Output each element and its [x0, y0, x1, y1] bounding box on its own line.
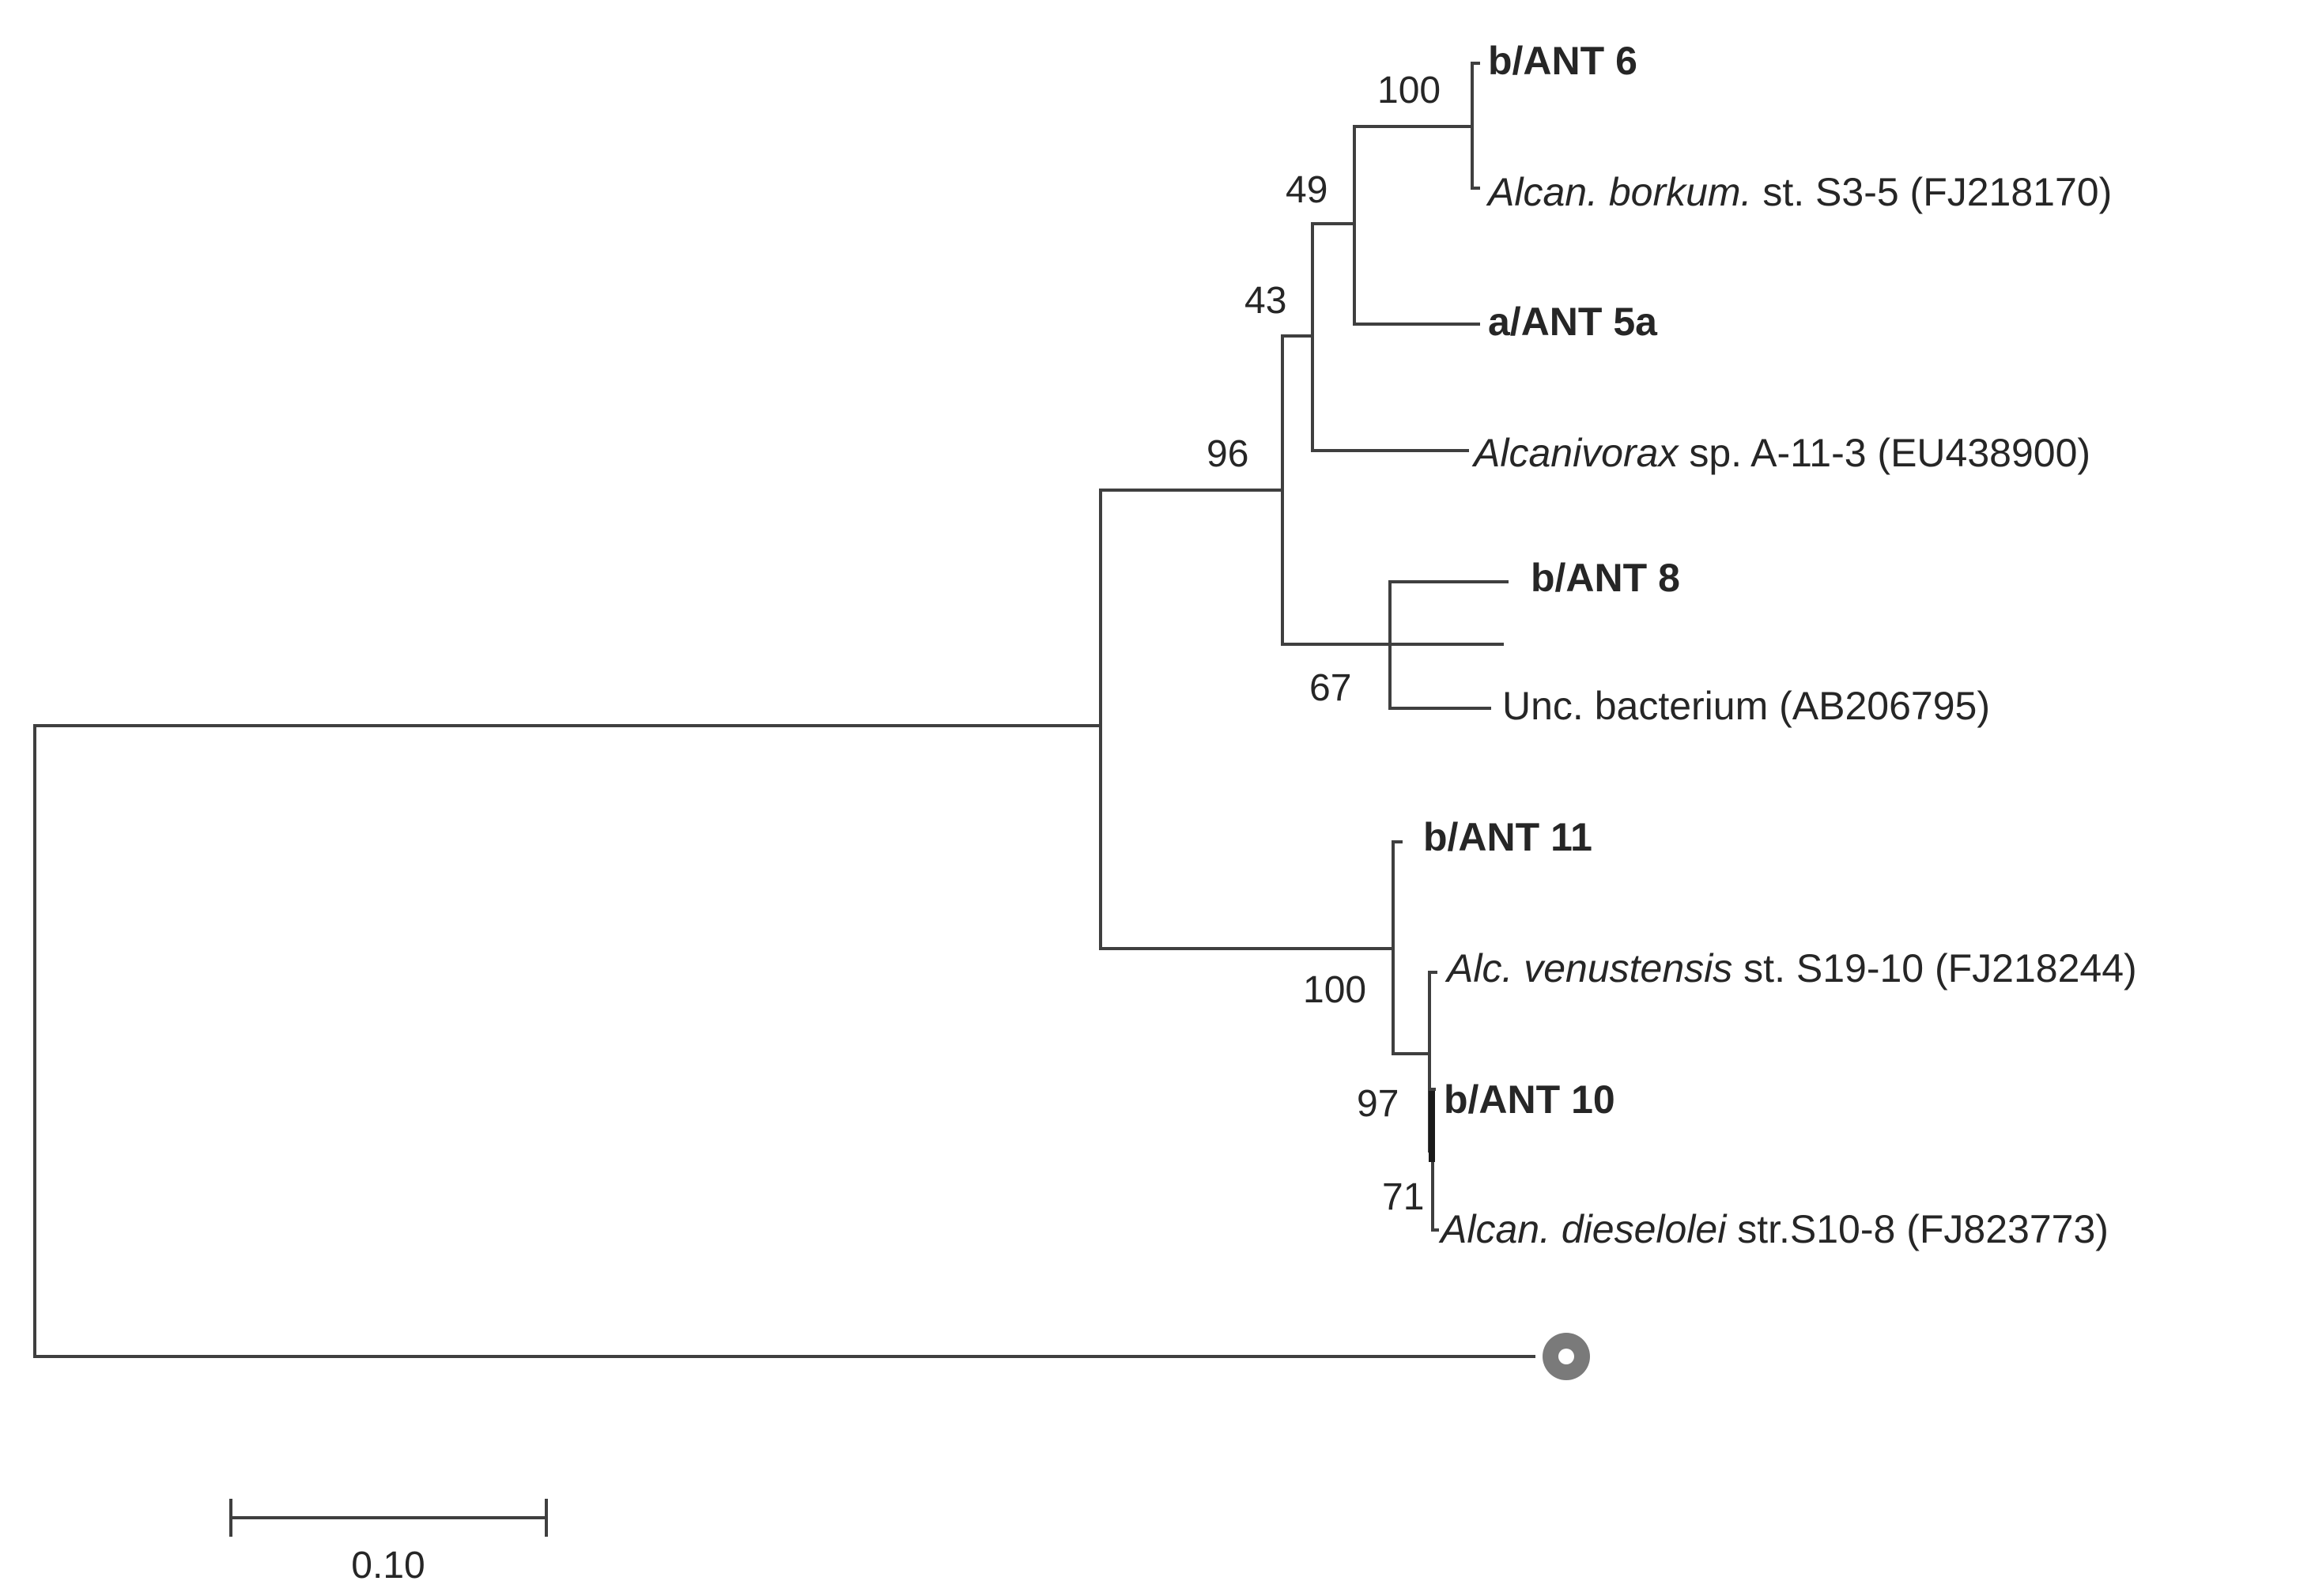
- taxon-label-diesel: Alcan. dieselolei str.S10-8 (FJ823773): [1438, 1207, 2109, 1251]
- bootstrap-values: 100 49 43 96 67 100 97 71: [1207, 70, 1441, 1218]
- bootstrap-value: 49: [1286, 169, 1327, 211]
- taxon-label-part: Unc. bacterium (AB206795): [1502, 684, 1990, 728]
- taxon-label-ant6: b/ANT 6: [1488, 39, 1637, 83]
- taxon-label-part: Alcan. borkum.: [1486, 170, 1751, 214]
- taxon-label-part: Alc. venustensis: [1445, 946, 1732, 990]
- taxon-label-part: b/ANT 11: [1423, 815, 1592, 859]
- taxon-label-part: Alcan. dieselolei: [1438, 1207, 1728, 1251]
- taxon-label-ant8: b/ANT 8: [1531, 556, 1680, 600]
- taxon-label-part: st. S19-10 (FJ218244): [1732, 946, 2136, 990]
- bootstrap-value: 96: [1207, 433, 1248, 475]
- taxon-label-borkum: Alcan. borkum. st. S3-5 (FJ218170): [1486, 170, 2112, 214]
- taxon-label-part: str.S10-8 (FJ823773): [1726, 1207, 2109, 1251]
- bootstrap-value: 43: [1244, 280, 1286, 322]
- bootstrap-value: 97: [1357, 1083, 1399, 1125]
- bootstrap-value: 100: [1303, 969, 1366, 1011]
- taxon-label-part: a/ANT 5a: [1488, 300, 1658, 344]
- outgroup-marker: [1543, 1333, 1590, 1380]
- taxon-label-ant11: b/ANT 11: [1423, 815, 1592, 859]
- taxon-label-part: st. S3-5 (FJ218170): [1751, 170, 2112, 214]
- taxon-label-part: Alcanivorax: [1471, 431, 1679, 475]
- taxon-label-part: b/ANT 6: [1488, 39, 1637, 83]
- taxon-label-a113: Alcanivorax sp. A-11-3 (EU438900): [1471, 431, 2090, 475]
- taxon-label-unc: Unc. bacterium (AB206795): [1502, 684, 1990, 728]
- bootstrap-value: 71: [1382, 1176, 1424, 1218]
- tree-branches: [33, 62, 1535, 1358]
- taxon-label-venus: Alc. venustensis st. S19-10 (FJ218244): [1445, 946, 2137, 990]
- taxon-label-part: b/ANT 8: [1531, 556, 1680, 600]
- taxon-labels: b/ANT 6 Alcan. borkum. st. S3-5 (FJ218170…: [1423, 39, 2137, 1251]
- bootstrap-value: 100: [1377, 70, 1441, 111]
- scale-bar-label: 0.10: [351, 1545, 425, 1587]
- taxon-label-part: b/ANT 10: [1444, 1077, 1615, 1122]
- scale-bar: 0.10: [229, 1499, 548, 1587]
- taxon-label-part: sp. A-11-3 (EU438900): [1678, 431, 2090, 475]
- taxon-label-ant10: b/ANT 10: [1444, 1077, 1615, 1122]
- taxon-label-ant5a: a/ANT 5a: [1488, 300, 1658, 344]
- bootstrap-value: 67: [1309, 667, 1351, 709]
